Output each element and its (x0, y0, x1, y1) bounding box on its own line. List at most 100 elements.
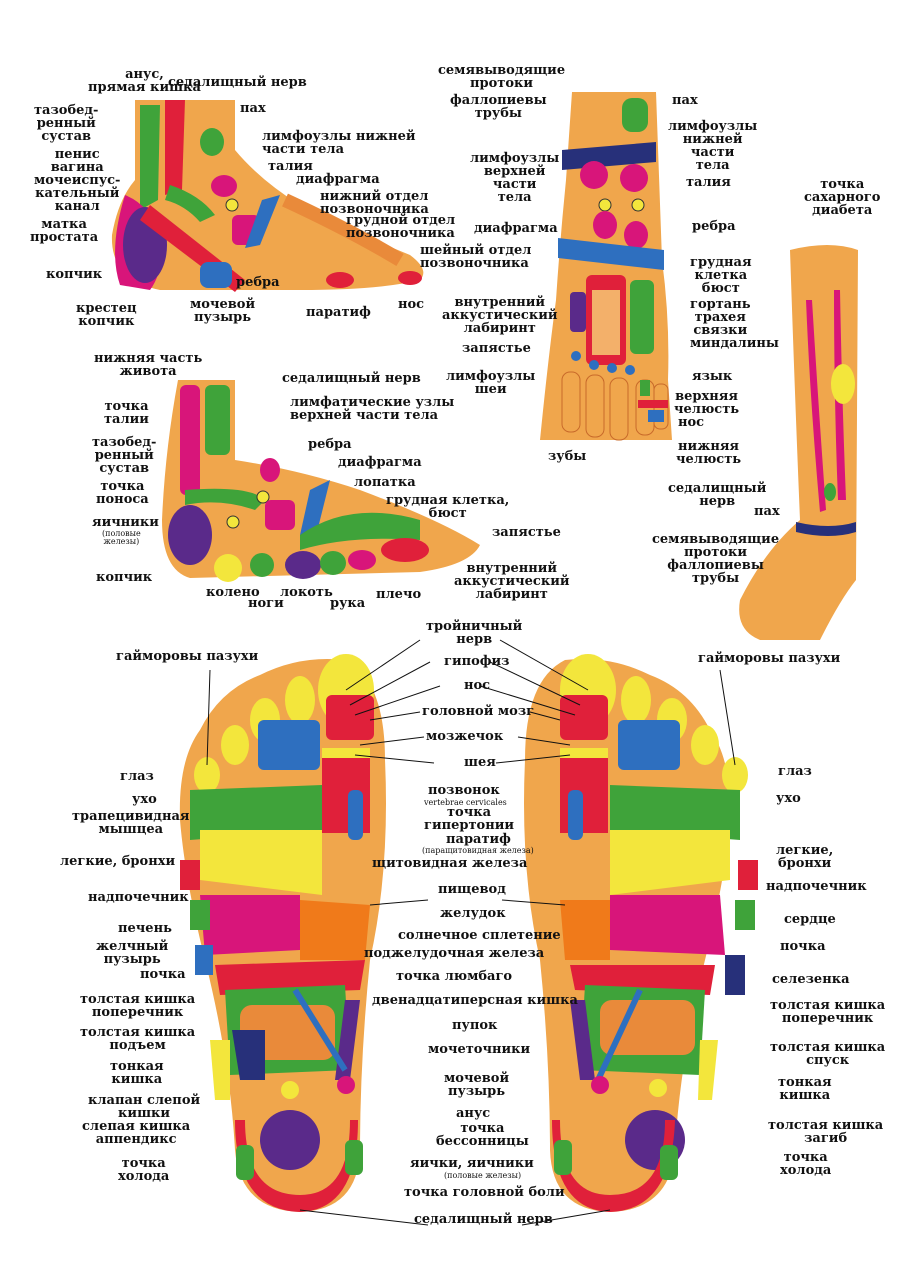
label-lungs-right: легкие, бронхи (776, 843, 834, 871)
label-trigeminal: тройничный нерв (426, 619, 523, 647)
right-sole (524, 654, 758, 1212)
label-sacrum: крестец копчик (76, 301, 137, 329)
label-paratif-1: паратиф (306, 305, 371, 320)
label-waist-2: талия (686, 175, 731, 190)
label-ear-labyrinth: внутренний аккустический лабиринт (442, 295, 558, 336)
label-brain: головной мозг (422, 704, 535, 719)
label-diaphragm-3: диафрагма (338, 455, 422, 470)
label-heart: сердце (784, 912, 836, 927)
label-pituitary: гипофиз (444, 654, 510, 669)
label-neck: шея (464, 755, 496, 770)
label-colon-trans-right: толстая кишка поперечник (770, 998, 886, 1026)
label-anus: анус, прямая кишка (88, 67, 201, 95)
label-cold-right: точка холода (780, 1150, 832, 1178)
label-appendix: слепая кишка аппендикс (82, 1119, 191, 1147)
label-lumbago: точка люмбаго (396, 969, 513, 984)
label-chest-2: грудная клетка бюст (690, 255, 752, 296)
label-coccyx-1: копчик (46, 267, 103, 282)
label-navel: пупок (452, 1018, 498, 1033)
label-adrenal-left: надпочечник (88, 890, 189, 905)
label-ovaries-3: яичники (92, 515, 159, 530)
left-sole (179, 654, 386, 1212)
label-insomnia: точка бессонницы (436, 1121, 529, 1149)
label-small-int-left: тонкая кишка (110, 1059, 164, 1087)
label-bladder-center: мочевой пузырь (444, 1071, 510, 1099)
label-cold-left: точка холода (118, 1156, 170, 1184)
label-sinuses-left: гайморовы пазухи (116, 649, 259, 664)
label-thyroid: щитовидная железа (372, 856, 528, 871)
label-testicles: яички, яичники (410, 1156, 534, 1171)
label-hip-joint: тазобед- ренный сустав (34, 103, 99, 144)
label-paratif-note: (паращитовидная железа) (422, 846, 534, 855)
label-eye-right: глаз (778, 764, 812, 779)
label-paratif-center: паратиф (446, 832, 511, 847)
label-ribs-1: ребра (236, 275, 280, 290)
label-ureters: мочеточники (428, 1042, 531, 1057)
label-bladder-1: мочевой пузырь (190, 297, 256, 325)
label-upper-jaw: верхняя челюсть (674, 389, 740, 417)
label-kidney-right: почка (780, 939, 826, 954)
label-colon-up: толстая кишка подъем (80, 1025, 196, 1053)
label-liver: печень (118, 921, 172, 936)
label-colon-down: толстая кишка спуск (770, 1040, 886, 1068)
label-eye-left: глаз (120, 769, 154, 784)
label-hypertension: точка гипертонии (424, 805, 515, 833)
label-diaphragm-1: диафрагма (296, 172, 380, 187)
label-lower-belly: нижняя часть живота (94, 351, 203, 379)
label-lymph-lower: лимфоузлы нижней части тела (262, 129, 416, 157)
label-ear-left: ухо (132, 792, 157, 807)
label-lymph-neck: лимфоузлы шеи (446, 369, 536, 397)
label-testicles-note: (половые железы) (444, 1171, 522, 1180)
label-seminal-4: семявыводящие протоки фаллопиевы трубы (652, 532, 780, 586)
pointer-lines (206, 639, 736, 1226)
label-headache: точка головной боли (404, 1185, 565, 1200)
label-sinuses-right: гайморовы пазухи (698, 651, 841, 666)
label-diaphragm-2: диафрагма (474, 221, 558, 236)
label-shoulder: плечо (376, 587, 422, 602)
label-ribs-3: ребра (308, 437, 352, 452)
label-thoracic-spine: грудной отдел позвоночника (346, 213, 456, 241)
label-colon-trans-left: толстая кишка поперечник (80, 992, 196, 1020)
label-hip-3: тазобед- ренный сустав (92, 435, 157, 476)
label-stomach: желудок (440, 906, 506, 921)
label-adrenal-right: надпочечник (766, 879, 867, 894)
label-knee: колено (206, 585, 260, 600)
label-nose-1: нос (398, 297, 425, 312)
label-chest-3: грудная клетка, бюст (386, 493, 510, 521)
label-anus-center: анус (456, 1106, 491, 1121)
label-nose-center: нос (464, 678, 491, 693)
label-uterus: матка простата (30, 217, 99, 245)
label-seminal-1: семявыводящие протоки (438, 63, 566, 91)
dorsal-foot (540, 92, 672, 441)
label-lymph-upper: лимфоузлы верхней части тела (470, 151, 560, 205)
label-duodenum: двенадцатиперсная кишка (372, 993, 578, 1008)
label-sciatic-center: седалищный нерв (414, 1212, 553, 1227)
label-lymph-lower-2: лимфоузлы нижней части тела (668, 119, 758, 173)
label-diarrhea: точка поноса (96, 479, 149, 507)
label-lower-spine: нижний отдел позвоночника (320, 189, 429, 217)
label-wrist-3: запястье (492, 525, 561, 540)
label-cervical-spine: шейный отдел позвоночника (420, 243, 532, 271)
label-nose-2: нос (678, 415, 705, 430)
label-coccyx-3: копчик (96, 570, 153, 585)
label-tongue: язык (692, 369, 733, 384)
label-lymph-upper-3: лимфатические узлы верхней части тела (290, 395, 455, 423)
label-lungs-left: легкие, бронхи (60, 854, 176, 869)
label-ear-right: ухо (776, 791, 801, 806)
label-diabetes: точка сахарного диабета (804, 177, 881, 218)
label-elbow: локоть (280, 585, 333, 600)
label-lower-jaw: нижняя челюсть (676, 439, 742, 467)
label-spleen: селезенка (772, 972, 850, 987)
label-pah-2: пах (672, 93, 698, 108)
label-trapezius: трапецивидная мышцеа (72, 809, 190, 837)
label-esophagus: пищевод (438, 882, 506, 897)
label-waist-1: талия (268, 159, 313, 174)
medial-foot (111, 100, 424, 292)
label-ribs-2: ребра (692, 219, 736, 234)
label-teeth: зубы (548, 449, 587, 464)
lower-leg (739, 245, 858, 640)
label-pah-1: пах (240, 101, 266, 116)
label-waist-point: точка талии (104, 399, 149, 427)
label-fallopian-1: фаллопиевы трубы (450, 93, 547, 121)
